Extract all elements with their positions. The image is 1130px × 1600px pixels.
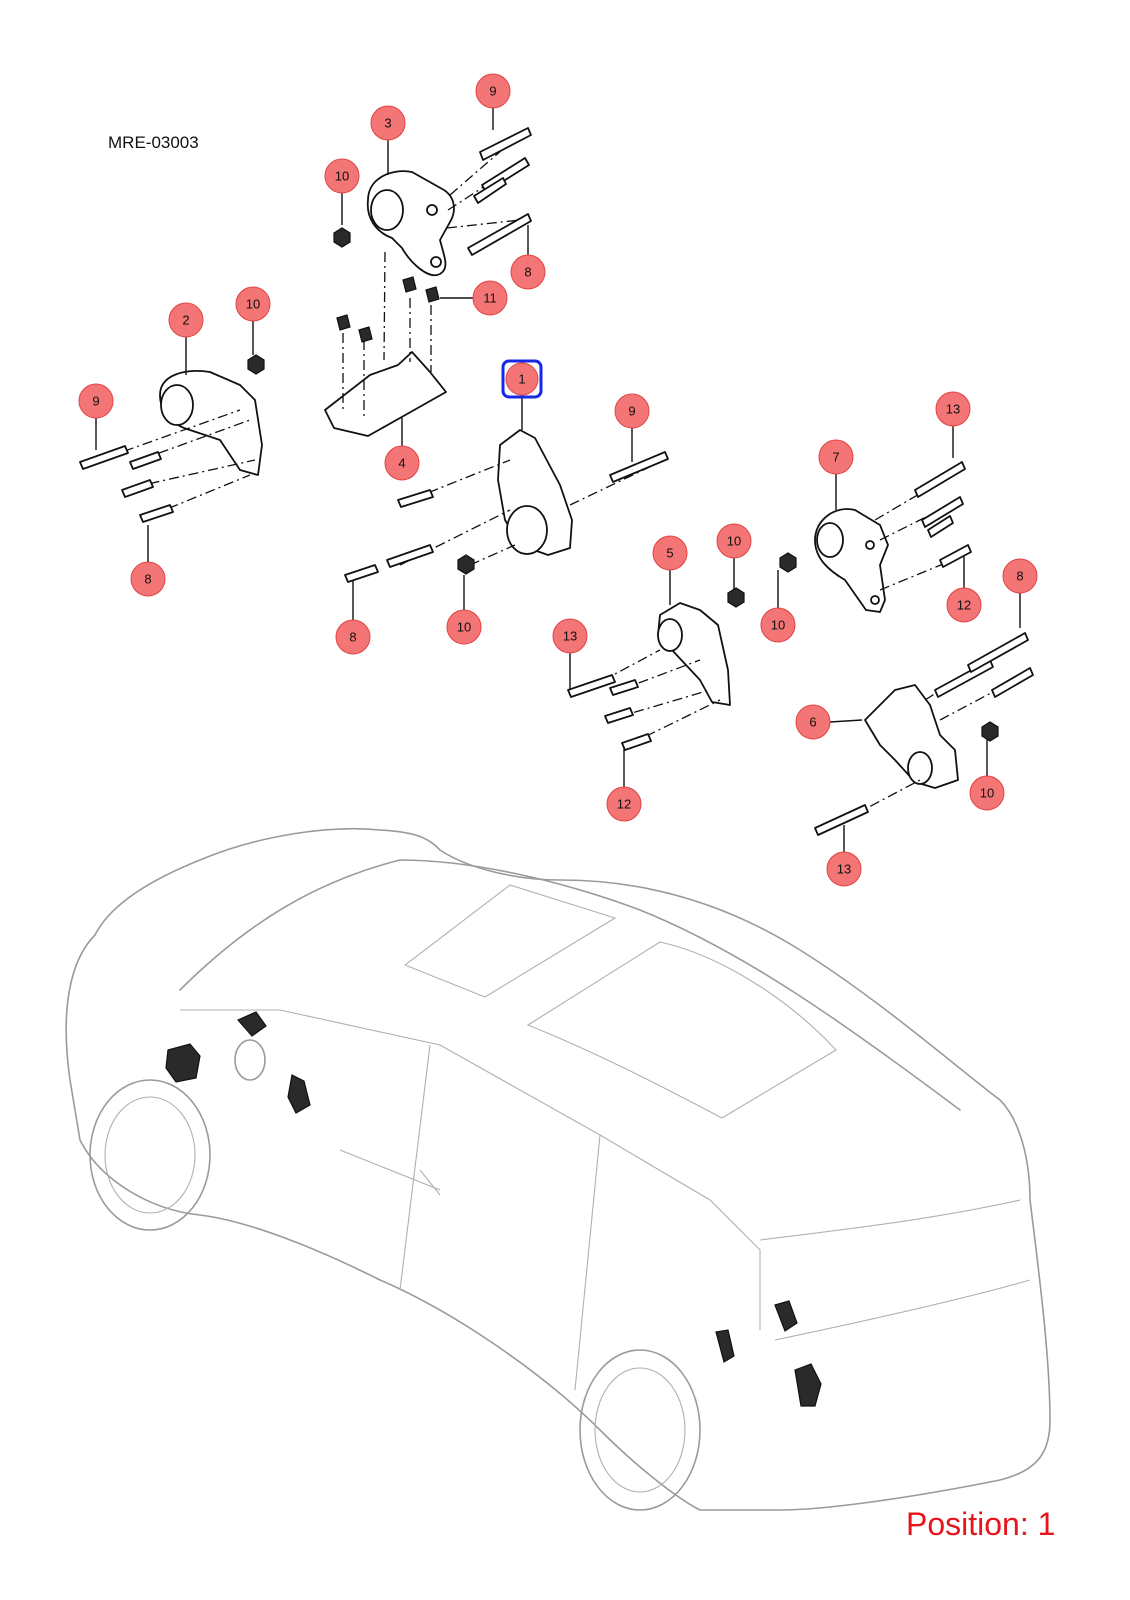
svg-text:9: 9 bbox=[489, 84, 496, 99]
svg-text:7: 7 bbox=[832, 450, 839, 465]
callouts: 9 3 10 8 11 2 10 9 4 8 1 9 13 7 8 10 5 1… bbox=[78, 73, 1038, 887]
svg-text:10: 10 bbox=[980, 786, 994, 801]
svg-text:12: 12 bbox=[957, 598, 971, 613]
mount-4 bbox=[324, 251, 447, 437]
callout-12[interactable]: 12 bbox=[606, 786, 642, 822]
svg-text:13: 13 bbox=[946, 402, 960, 417]
svg-text:10: 10 bbox=[457, 620, 471, 635]
svg-text:2: 2 bbox=[182, 313, 189, 328]
svg-text:10: 10 bbox=[727, 534, 741, 549]
svg-text:10: 10 bbox=[771, 618, 785, 633]
callout-13[interactable]: 13 bbox=[552, 618, 588, 654]
callout-5[interactable]: 5 bbox=[652, 535, 688, 571]
svg-text:10: 10 bbox=[335, 169, 349, 184]
callout-10[interactable]: 10 bbox=[760, 607, 796, 643]
mount-1 bbox=[344, 429, 669, 583]
svg-text:13: 13 bbox=[837, 862, 851, 877]
callout-8[interactable]: 8 bbox=[130, 561, 166, 597]
svg-text:9: 9 bbox=[628, 404, 635, 419]
callout-10[interactable]: 10 bbox=[716, 523, 752, 559]
callout-6[interactable]: 6 bbox=[795, 704, 831, 740]
diagram-code: MRE-03003 bbox=[108, 133, 199, 152]
callout-4[interactable]: 4 bbox=[384, 445, 420, 481]
svg-text:8: 8 bbox=[524, 265, 531, 280]
svg-text:13: 13 bbox=[563, 629, 577, 644]
svg-text:8: 8 bbox=[144, 572, 151, 587]
callout-9[interactable]: 9 bbox=[475, 73, 511, 109]
svg-text:11: 11 bbox=[483, 291, 497, 306]
callout-10[interactable]: 10 bbox=[446, 609, 482, 645]
svg-text:4: 4 bbox=[398, 456, 405, 471]
callout-3[interactable]: 3 bbox=[370, 105, 406, 141]
callout-10[interactable]: 10 bbox=[324, 158, 360, 194]
callout-13[interactable]: 13 bbox=[826, 851, 862, 887]
callout-10[interactable]: 10 bbox=[235, 286, 271, 322]
svg-text:9: 9 bbox=[92, 394, 99, 409]
svg-text:5: 5 bbox=[666, 546, 673, 561]
mount-5 bbox=[567, 587, 745, 751]
callout-7[interactable]: 7 bbox=[818, 439, 854, 475]
callout-11[interactable]: 11 bbox=[472, 280, 508, 316]
callout-1[interactable]: 1 bbox=[505, 362, 539, 396]
position-label: Position: 1 bbox=[906, 1506, 1056, 1542]
callout-8[interactable]: 8 bbox=[510, 254, 546, 290]
callout-10[interactable]: 10 bbox=[969, 775, 1005, 811]
callout-8[interactable]: 8 bbox=[335, 619, 371, 655]
svg-text:3: 3 bbox=[384, 116, 391, 131]
callout-8[interactable]: 8 bbox=[1002, 558, 1038, 594]
svg-text:6: 6 bbox=[809, 715, 816, 730]
mount-6 bbox=[814, 632, 1034, 836]
callout-2[interactable]: 2 bbox=[168, 302, 204, 338]
leader-lines bbox=[95, 108, 1021, 852]
callout-13[interactable]: 13 bbox=[935, 391, 971, 427]
selected-callout-outline bbox=[501, 359, 543, 399]
mount-3 bbox=[333, 127, 532, 277]
svg-text:8: 8 bbox=[1016, 569, 1023, 584]
svg-text:10: 10 bbox=[246, 297, 260, 312]
mount-2 bbox=[79, 354, 265, 523]
svg-text:12: 12 bbox=[617, 797, 631, 812]
svg-text:1: 1 bbox=[518, 372, 525, 387]
callout-12[interactable]: 12 bbox=[946, 587, 982, 623]
svg-text:8: 8 bbox=[349, 630, 356, 645]
callout-9[interactable]: 9 bbox=[614, 393, 650, 429]
vehicle-outline bbox=[65, 827, 1051, 1511]
callout-9[interactable]: 9 bbox=[78, 383, 114, 419]
mount-7 bbox=[779, 461, 972, 613]
